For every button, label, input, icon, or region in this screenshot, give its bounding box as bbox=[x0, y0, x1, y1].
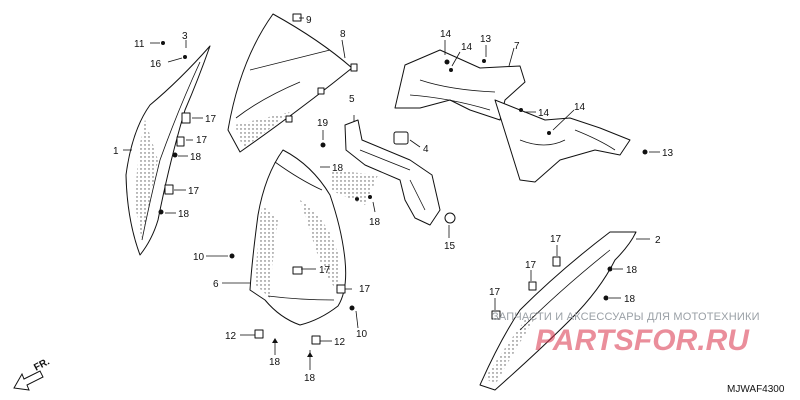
callout: 5 bbox=[349, 94, 355, 105]
callout: 6 bbox=[213, 279, 219, 290]
callout: 17 bbox=[525, 260, 537, 271]
watermark-caption: ЗАПЧАСТИ И АКСЕССУАРЫ ДЛЯ МОТОТЕХНИКИ bbox=[492, 311, 760, 323]
windscreen bbox=[227, 13, 358, 153]
callout: 19 bbox=[317, 118, 329, 129]
callout: 18 bbox=[190, 152, 202, 163]
watermark: ЗАПЧАСТИ И АКСЕССУАРЫ ДЛЯ МОТОТЕХНИКИ PA… bbox=[492, 311, 760, 357]
callout: 10 bbox=[193, 252, 205, 263]
callout: 14 bbox=[538, 108, 550, 119]
callout: 2 bbox=[655, 235, 661, 246]
callout: 14 bbox=[440, 29, 452, 40]
callout: 18 bbox=[369, 217, 381, 228]
callout: 18 bbox=[304, 373, 316, 384]
callout: 16 bbox=[150, 59, 162, 70]
callout: 10 bbox=[356, 329, 368, 340]
callout: 17 bbox=[319, 265, 331, 276]
callout: 8 bbox=[340, 29, 346, 40]
front-cowl bbox=[229, 149, 378, 326]
lower-cover bbox=[479, 231, 637, 391]
callout: 18 bbox=[624, 294, 636, 305]
front-direction-indicator: FR. bbox=[13, 356, 52, 391]
callouts: 9 8 11 3 16 17 17 18 1 17 18 5 19 4 18 1… bbox=[113, 15, 674, 384]
callout: 15 bbox=[444, 241, 456, 252]
callout: 11 bbox=[134, 39, 145, 50]
inner-panel bbox=[394, 49, 648, 183]
callout: 17 bbox=[550, 234, 562, 245]
callout: 18 bbox=[332, 163, 344, 174]
callout: 3 bbox=[182, 31, 188, 42]
callout: 13 bbox=[662, 148, 674, 159]
arrow-icon bbox=[13, 370, 44, 391]
callout: 18 bbox=[269, 357, 281, 368]
watermark-logo: PARTSFOR.RU bbox=[535, 324, 750, 357]
callout: 1 bbox=[113, 146, 119, 157]
direction-label: FR. bbox=[32, 356, 52, 373]
callout: 13 bbox=[480, 34, 492, 45]
diagram-code: MJWAF4300 bbox=[727, 384, 785, 395]
callout: 14 bbox=[461, 42, 473, 53]
callout: 14 bbox=[574, 102, 586, 113]
callout: 17 bbox=[188, 186, 200, 197]
left-side-cowl bbox=[125, 45, 211, 256]
callout: 17 bbox=[205, 114, 217, 125]
callout: 17 bbox=[359, 284, 371, 295]
callout: 17 bbox=[196, 135, 208, 146]
callout: 12 bbox=[334, 337, 346, 348]
leader-lines bbox=[123, 17, 660, 370]
callout: 7 bbox=[514, 41, 520, 52]
callout: 4 bbox=[423, 144, 429, 155]
callout: 9 bbox=[306, 15, 312, 26]
callout: 12 bbox=[225, 331, 237, 342]
callout: 18 bbox=[178, 209, 190, 220]
callout: 17 bbox=[489, 287, 501, 298]
cowl-stay bbox=[320, 119, 456, 226]
callout: 18 bbox=[626, 265, 638, 276]
